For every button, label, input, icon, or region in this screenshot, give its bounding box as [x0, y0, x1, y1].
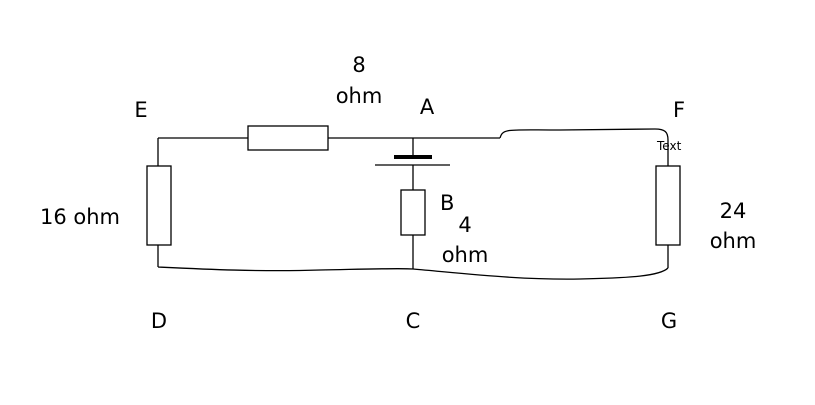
- resistor-16-ohm: [146, 165, 172, 246]
- node-label-d: D: [150, 309, 168, 333]
- resistor-4-value: 4: [458, 213, 472, 237]
- resistor-4-ohm: [400, 189, 426, 236]
- node-label-b: B: [440, 191, 455, 215]
- resistor-4-unit: ohm: [441, 243, 489, 267]
- node-label-c: C: [405, 309, 421, 333]
- node-label-f: F: [672, 98, 686, 122]
- annotation-text: Text: [657, 139, 682, 153]
- resistor-8-unit: ohm: [335, 84, 383, 108]
- node-label-a: A: [419, 95, 435, 119]
- resistor-24-value: 24: [719, 199, 747, 223]
- resistor-16-label: 16 ohm: [40, 205, 121, 229]
- node-label-e: E: [134, 98, 148, 122]
- resistor-8-value: 8: [352, 53, 366, 77]
- resistor-24-ohm: [655, 165, 681, 246]
- wire-a-to-f: [499, 128, 669, 141]
- resistor-24-unit: ohm: [709, 229, 757, 253]
- resistor-8-ohm: [247, 125, 329, 151]
- node-label-g: G: [660, 309, 678, 333]
